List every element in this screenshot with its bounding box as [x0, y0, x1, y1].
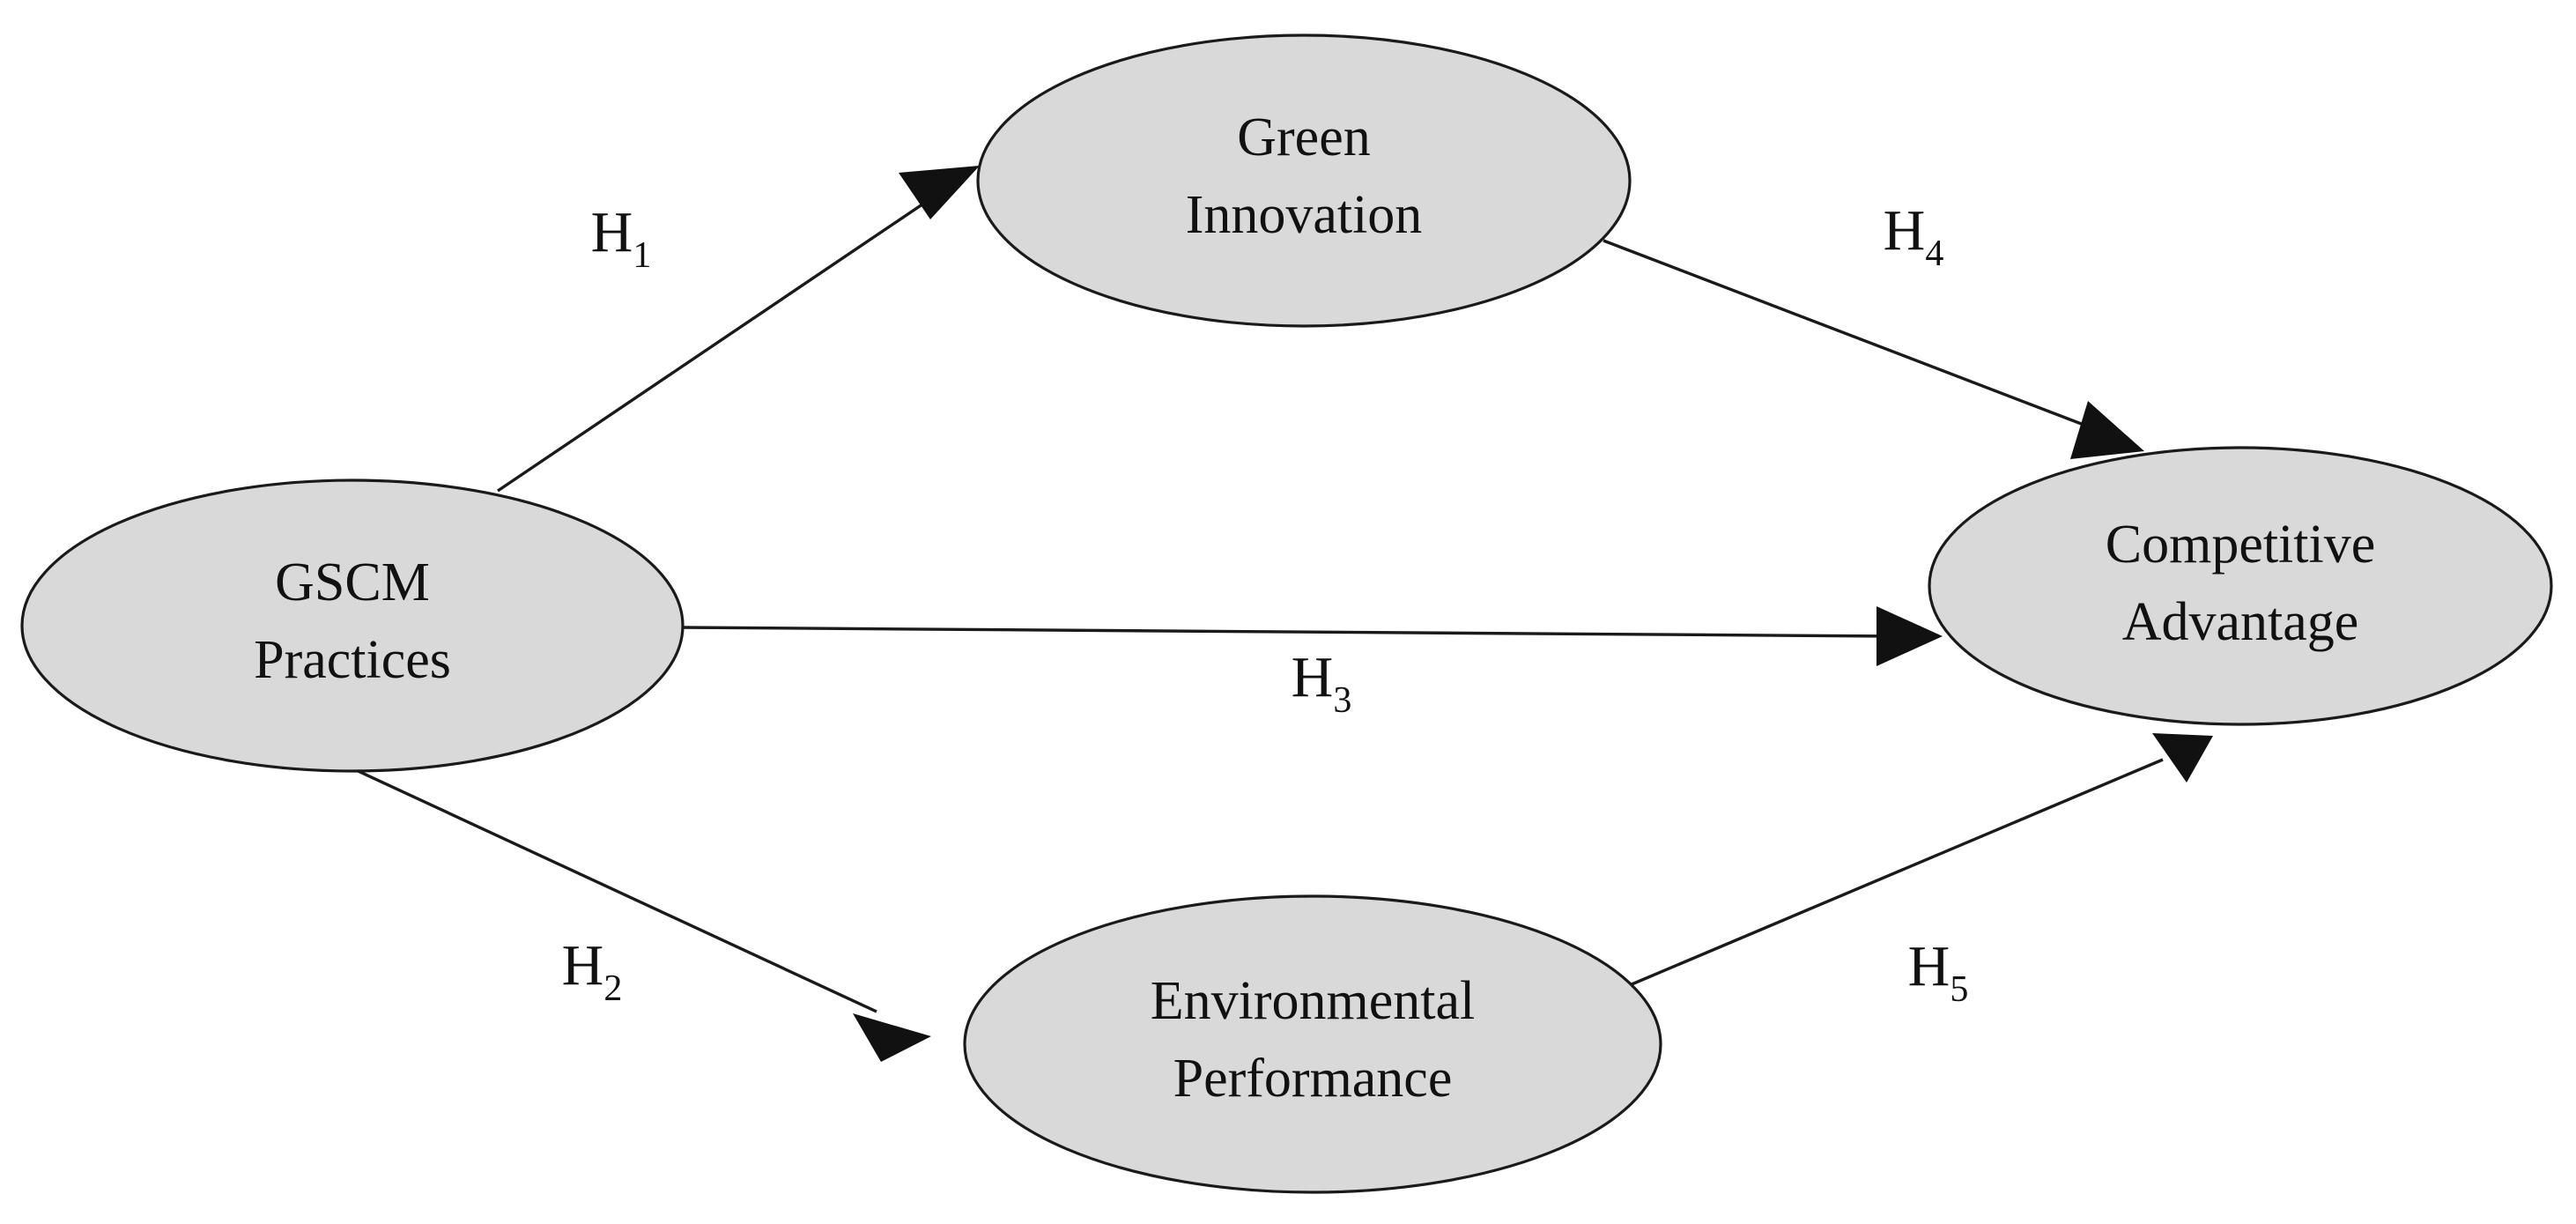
- edge-h4: [1603, 239, 2144, 459]
- edge-label-h1: H1: [591, 200, 652, 276]
- node-competitive-advantage-label-line1: Competitive: [2106, 515, 2376, 575]
- edge-h4-arrowhead: [2070, 401, 2144, 459]
- edge-h5-arrowhead: [2152, 733, 2213, 783]
- node-gscm-practices-label-line2: Practices: [254, 630, 451, 690]
- edge-h2-arrowhead: [853, 1013, 931, 1062]
- node-green-innovation-label-line1: Green: [1237, 108, 1370, 167]
- edge-label-h3-base: H: [1292, 645, 1334, 709]
- edge-h1-line: [497, 186, 948, 493]
- node-environmental-performance-label-line1: Environmental: [1151, 971, 1475, 1031]
- edge-h4-line: [1603, 239, 2091, 429]
- edge-label-h1-base: H: [591, 200, 633, 264]
- node-gscm-practices[interactable]: GSCM Practices: [20, 478, 685, 773]
- edge-h1: [497, 166, 980, 493]
- node-competitive-advantage-shape[interactable]: [1928, 446, 2553, 726]
- edge-h3-arrowhead: [1876, 606, 1943, 666]
- edge-label-h4-base: H: [1884, 198, 1926, 263]
- edge-label-h2-subscript: 2: [603, 968, 622, 1009]
- edge-label-h5: H5: [1908, 934, 1969, 1010]
- node-competitive-advantage-label-line2: Advantage: [2122, 592, 2359, 652]
- node-environmental-performance[interactable]: Environmental Performance: [963, 894, 1662, 1194]
- edge-h3-line: [679, 626, 1895, 638]
- edge-label-h4: H4: [1884, 198, 1944, 274]
- edge-label-h5-subscript: 5: [1950, 969, 1968, 1010]
- edge-label-h3-subscript: 3: [1333, 680, 1351, 721]
- node-competitive-advantage[interactable]: Competitive Advantage: [1928, 446, 2553, 726]
- node-environmental-performance-label-line2: Performance: [1173, 1049, 1453, 1109]
- node-green-innovation-shape[interactable]: [976, 33, 1632, 328]
- edge-h2: [352, 767, 931, 1062]
- edge-h1-arrowhead: [899, 166, 980, 219]
- edge-label-h5-base: H: [1908, 934, 1951, 998]
- node-environmental-performance-shape[interactable]: [963, 894, 1662, 1194]
- edge-label-h1-subscript: 1: [633, 235, 651, 276]
- node-gscm-practices-label-line1: GSCM: [275, 553, 430, 612]
- edge-label-h2: H2: [562, 933, 623, 1009]
- node-gscm-practices-shape[interactable]: [20, 478, 685, 773]
- edge-label-h3: H3: [1292, 645, 1352, 721]
- edge-label-h2-base: H: [562, 933, 604, 998]
- edge-label-h4-subscript: 4: [1925, 234, 1943, 274]
- edge-h3: [679, 606, 1943, 666]
- node-green-innovation-label-line2: Innovation: [1186, 185, 1423, 245]
- edge-h2-line: [352, 767, 877, 1013]
- node-green-innovation[interactable]: Green Innovation: [976, 33, 1632, 328]
- edge-h5-line: [1625, 758, 2164, 989]
- edge-h5: [1625, 733, 2213, 989]
